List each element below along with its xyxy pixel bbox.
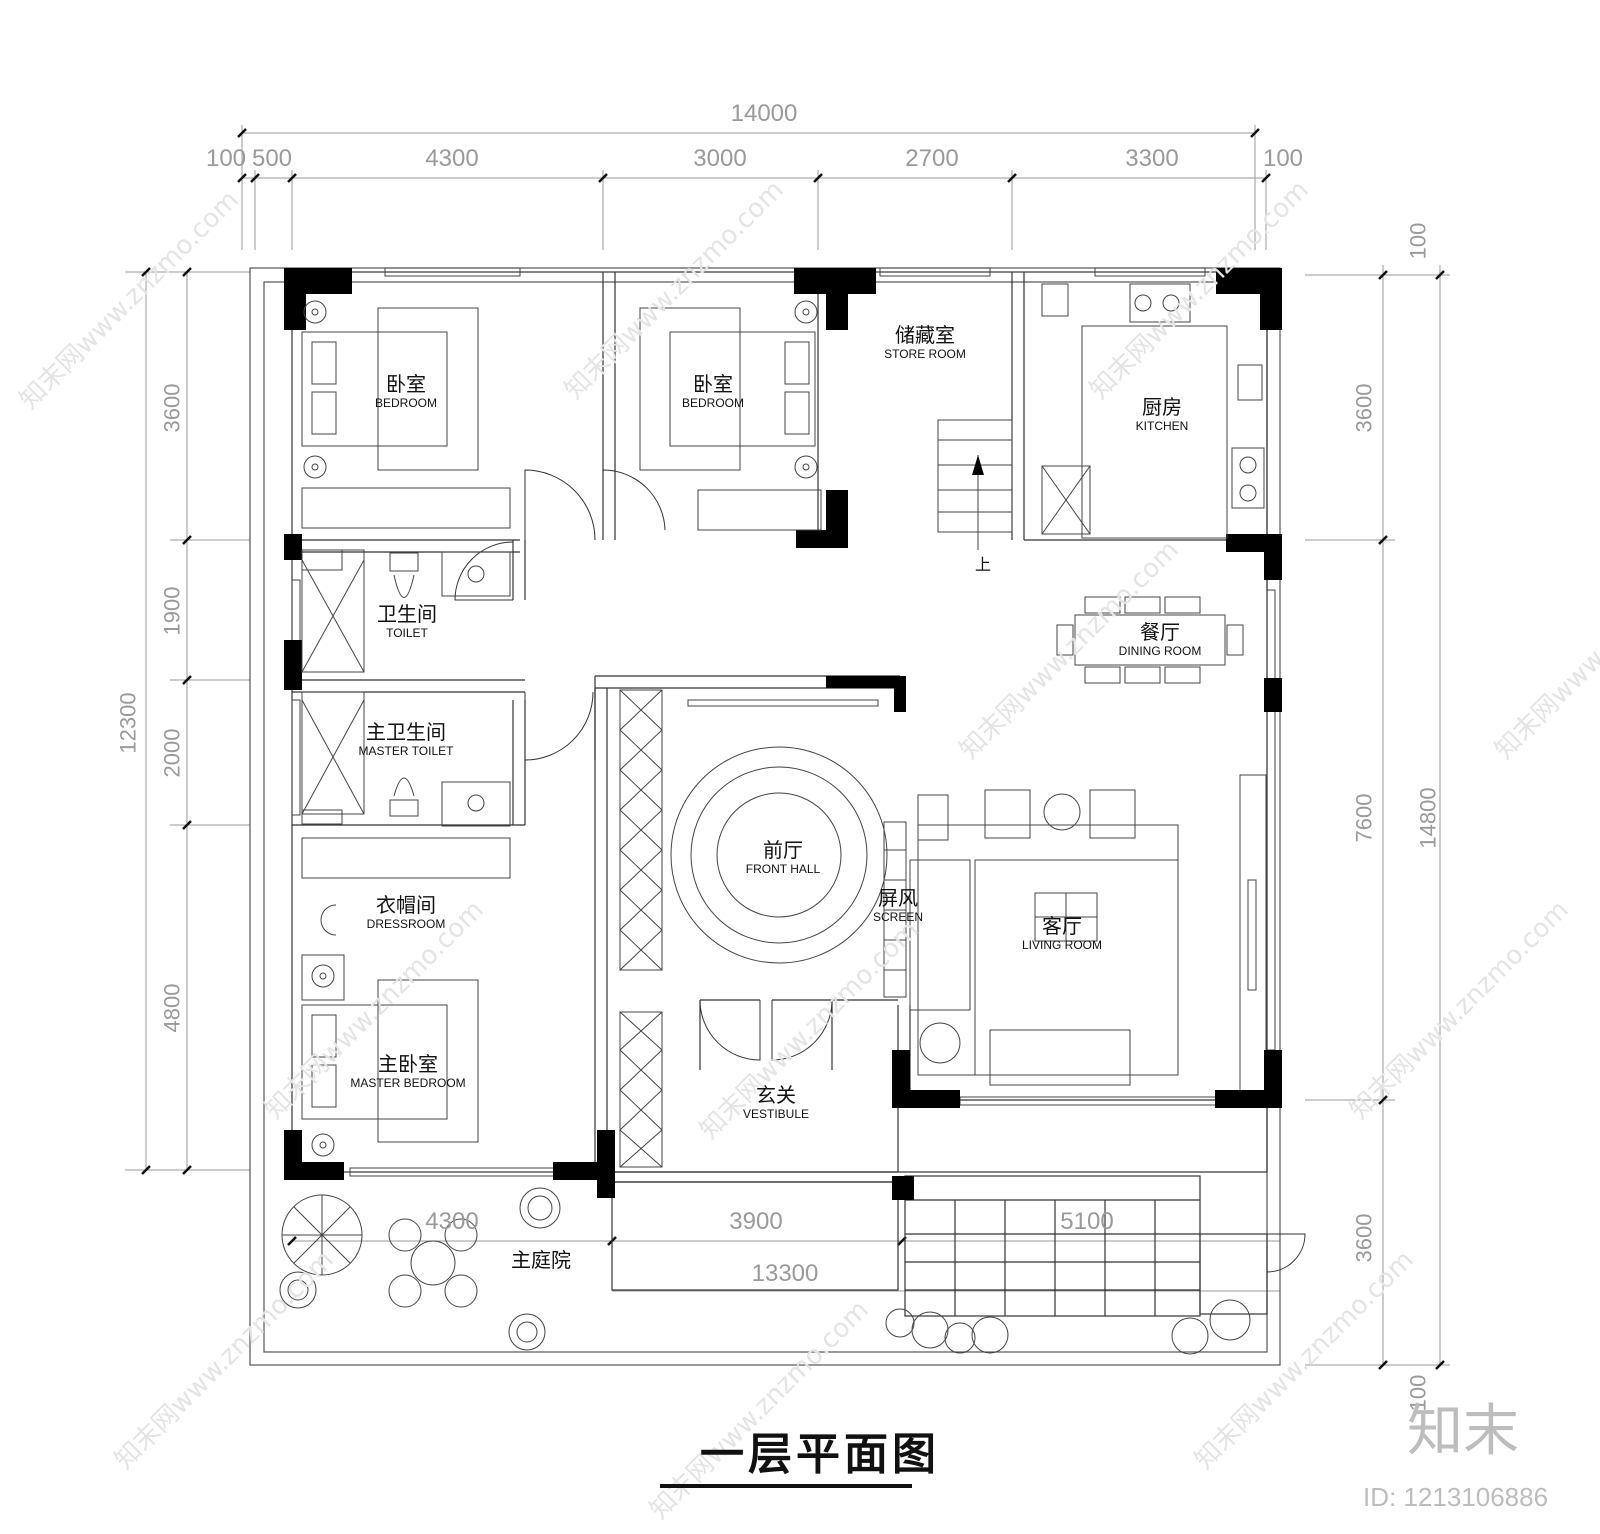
interior-walls — [291, 271, 1268, 1317]
stair-up-label: 上 — [974, 555, 992, 574]
dim-right-total: 14800 — [1415, 787, 1441, 849]
dim-top-seg: 100 — [1262, 145, 1304, 172]
garden-plants — [279, 1187, 1251, 1355]
room-vestibule: 玄关 VESTIBULE — [743, 1083, 809, 1122]
dim-right-seg: 3600 — [1351, 1213, 1377, 1263]
room-name-en: TOILET — [386, 626, 428, 640]
room-dining: 餐厅 DINING ROOM — [1119, 620, 1202, 659]
image-id: ID: 1213106886 — [1363, 1482, 1549, 1512]
room-name-zh: 主庭院 — [511, 1248, 571, 1272]
doors — [454, 469, 1306, 1273]
room-bedroom-2: 卧室 BEDROOM — [682, 372, 744, 411]
room-name-zh: 前厅 — [763, 838, 803, 862]
room-name-en: BEDROOM — [681, 396, 745, 410]
room-store: 储藏室 STORE ROOM — [884, 323, 966, 362]
room-name-en: STORE ROOM — [884, 347, 966, 361]
drawing-title: 一层平面图 — [700, 1429, 940, 1480]
dim-top-seg: 500 — [251, 145, 293, 172]
furniture — [281, 283, 1265, 1308]
room-name-zh: 衣帽间 — [376, 893, 436, 917]
dim-top-total: 14000 — [730, 100, 798, 127]
room-dressroom: 衣帽间 DRESSROOM — [367, 893, 446, 932]
room-name-en: SCREEN — [872, 910, 924, 924]
room-name-zh: 玄关 — [756, 1083, 796, 1107]
room-name-en: BEDROOM — [374, 396, 438, 410]
dim-top-seg: 3300 — [1125, 145, 1179, 172]
room-name-en: FRONT HALL — [745, 862, 821, 876]
room-name-en: VESTIBULE — [742, 1107, 810, 1121]
structural-columns — [284, 268, 1282, 1200]
room-name-zh: 卧室 — [692, 372, 733, 396]
room-name-en: KITCHEN — [1135, 419, 1189, 433]
dim-top-seg: 2700 — [905, 145, 959, 172]
dim-bottom-total: 13300 — [751, 1260, 819, 1287]
room-name-en: LIVING ROOM — [1021, 938, 1103, 952]
room-name-zh: 主卧室 — [378, 1052, 438, 1076]
dim-left-seg: 2000 — [159, 728, 185, 778]
room-name-en: DINING ROOM — [1118, 644, 1202, 658]
room-name-zh: 客厅 — [1041, 914, 1082, 938]
room-master-toilet: 主卫生间 MASTER TOILET — [359, 720, 454, 759]
room-name-zh: 餐厅 — [1139, 620, 1180, 644]
dim-left-seg: 4800 — [159, 983, 185, 1033]
room-bedroom-1: 卧室 BEDROOM — [375, 372, 437, 411]
room-name-zh: 卧室 — [385, 372, 426, 396]
dim-top-seg: 100 — [205, 145, 247, 172]
brand-logo: 知末 — [1407, 1399, 1519, 1464]
dim-right-seg: 3600 — [1351, 383, 1377, 433]
dim-left-seg: 3600 — [159, 383, 185, 433]
dim-top-seg: 4300 — [425, 145, 479, 172]
room-name-zh: 屏风 — [877, 886, 918, 910]
room-courtyard: 主庭院 — [511, 1248, 571, 1272]
room-toilet: 卫生间 TOILET — [377, 602, 437, 641]
dim-top-seg: 3000 — [693, 145, 747, 172]
dimension-ticks — [141, 128, 1445, 1370]
dim-right-seg: 100 — [1405, 222, 1431, 260]
room-master-bedroom: 主卧室 MASTER BEDROOM — [350, 1052, 465, 1091]
dim-right-seg: 7600 — [1351, 793, 1377, 843]
room-name-zh: 卫生间 — [377, 602, 437, 626]
dim-left-seg: 1900 — [159, 586, 185, 636]
dim-bottom-seg: 5100 — [1060, 1208, 1114, 1235]
dim-bottom-seg: 3900 — [729, 1208, 783, 1235]
stair-arrow — [972, 455, 984, 475]
room-name-en: MASTER BEDROOM — [350, 1076, 466, 1090]
room-name-en: DRESSROOM — [366, 917, 446, 931]
title-underline — [660, 1484, 912, 1488]
room-name-zh: 厨房 — [1141, 395, 1182, 419]
room-living: 客厅 LIVING ROOM — [1022, 914, 1102, 953]
room-screen: 屏风 SCREEN — [873, 886, 923, 925]
room-name-en: MASTER TOILET — [358, 744, 454, 758]
room-front-hall: 前厅 FRONT HALL — [746, 838, 820, 877]
dim-left-total: 12300 — [115, 692, 141, 754]
room-name-zh: 储藏室 — [894, 323, 955, 347]
room-name-zh: 主卫生间 — [365, 720, 446, 744]
dim-bottom-seg: 4300 — [425, 1208, 479, 1235]
room-kitchen: 厨房 KITCHEN — [1136, 395, 1189, 434]
